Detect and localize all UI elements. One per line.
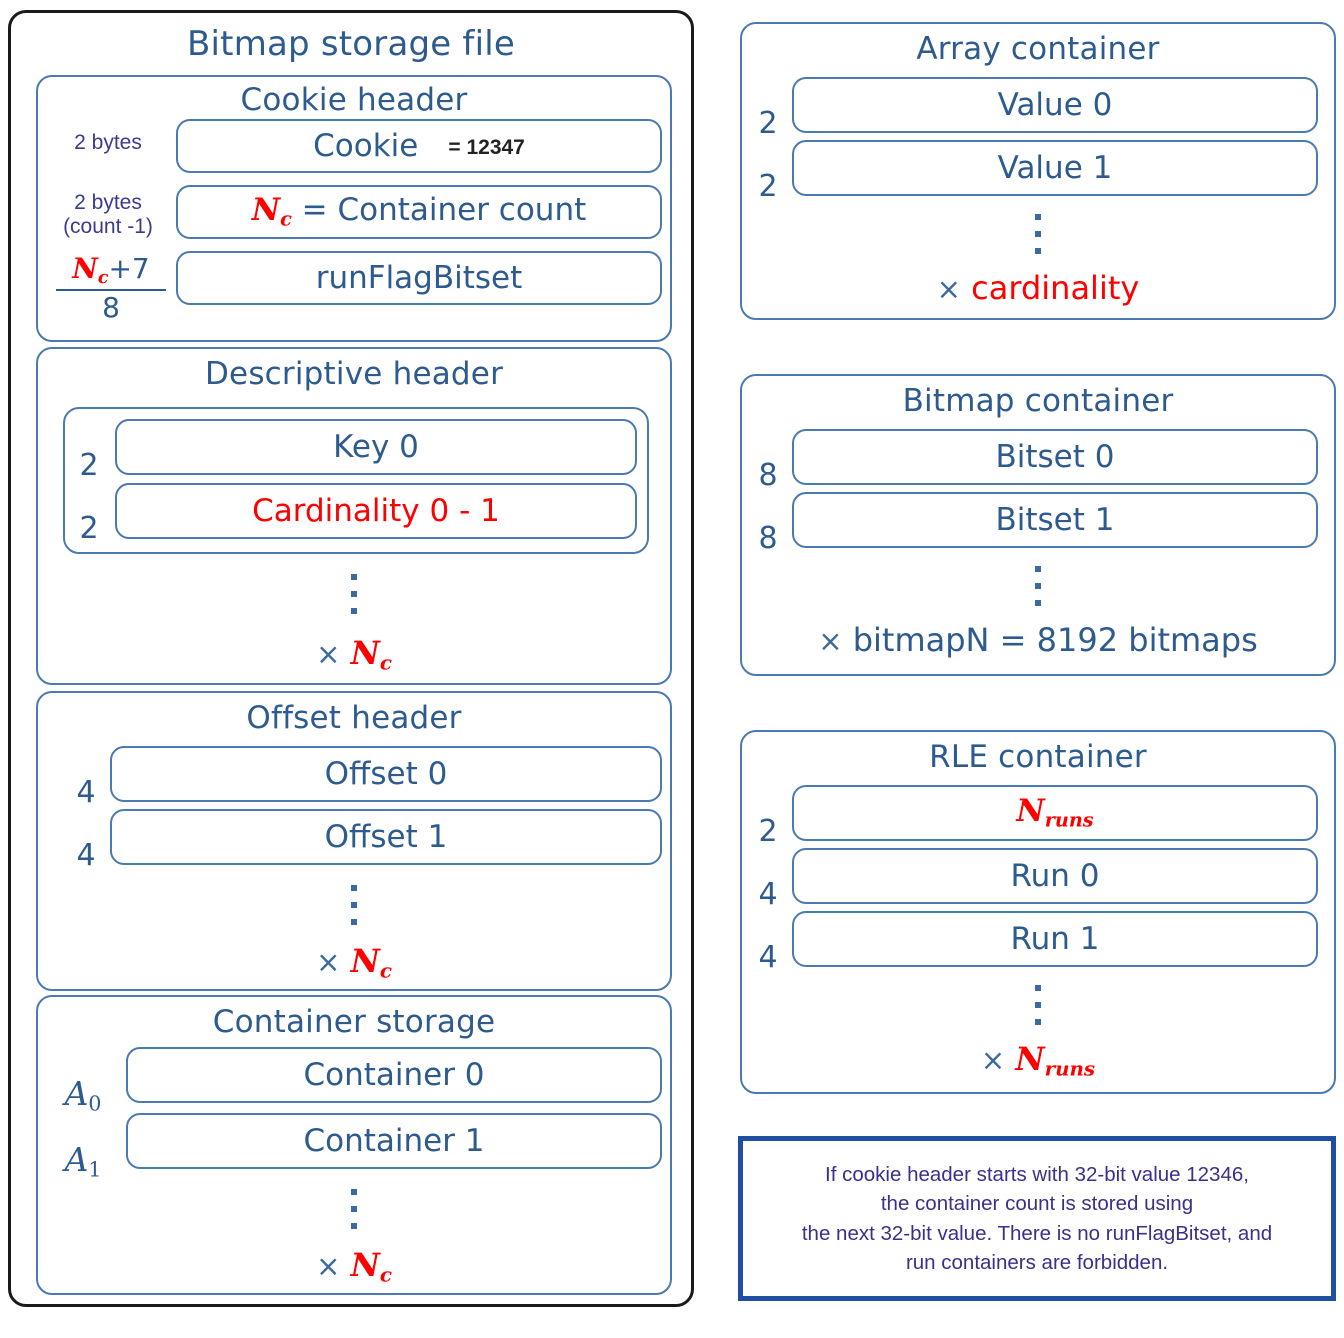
cookie-12346-note-text: If cookie header starts with 32-bit valu… [801,1163,1273,1274]
container-count-row-pill: Nc = Container count [176,185,662,239]
run1-row-pill: Run 1 [792,911,1318,967]
descriptive-header-entry-group: 2 Key 0 2 Cardinality 0 - 1 [63,407,649,554]
bitmap-storage-file-title: Bitmap storage file [187,24,515,64]
runflagbitset-size-numerator: Nc+7 [56,255,166,292]
cardinality-row-pill: Cardinality 0 - 1 [115,483,637,539]
cardinality-row-size: 2 [79,511,99,546]
value0-row-size: 2 [758,106,778,141]
cookie-12346-note-box: If cookie header starts with 32-bit valu… [738,1136,1336,1301]
container0-row-pill: Container 0 [126,1047,662,1103]
bitset0-row-label: Bitset 0 [995,438,1115,475]
key-row-label: Key 0 [333,428,419,465]
container0-row-label: Container 0 [303,1056,485,1093]
offset0-row-pill: Offset 0 [110,746,662,802]
container1-row-pill: Container 1 [126,1113,662,1169]
rle-container-title: RLE container [929,739,1147,775]
container-count-row-size: 2 bytes (count -1) [63,191,153,238]
offset1-row-size: 4 [76,838,96,873]
bitset1-row-label: Bitset 1 [995,501,1115,538]
array-container-title: Array container [916,31,1160,67]
cookie-value-annotation: = 12347 [448,136,525,159]
nruns-row-label: Nruns [1016,793,1094,832]
bitmap-container-group: Bitmap container 8 Bitset 0 8 Bitset 1 ×… [740,374,1336,676]
key-row-pill: Key 0 [115,419,637,475]
bitmap-storage-file-box: Bitmap storage file Cookie header 2 byte… [8,10,694,1307]
descriptive-header-repeat: × Nc [316,634,392,675]
run0-row-label: Run 0 [1010,857,1100,894]
runflagbitset-label: runFlagBitset [315,259,523,296]
array-container-repeat: × cardinality [936,269,1140,307]
descriptive-header-ellipsis [38,574,670,614]
container-storage-group: Container storage A0 Container 0 A1 Cont… [36,995,672,1295]
cookie-row-pill: Cookie = 12347 [176,119,662,173]
container-count-label: Nc = Container count [251,192,587,231]
container-storage-title: Container storage [212,1004,496,1040]
value1-row-label: Value 1 [997,149,1113,186]
nruns-row-size: 2 [758,814,778,849]
bitset1-row-pill: Bitset 1 [792,492,1318,548]
offset1-row-label: Offset 1 [324,818,448,855]
bitmap-container-ellipsis [742,566,1334,606]
cookie-header-group: Cookie header 2 bytes Cookie = 12347 2 b… [36,75,672,342]
offset-header-title: Offset header [246,700,462,736]
value1-row-pill: Value 1 [792,140,1318,196]
rle-container-group: RLE container 2 Nruns 4 Run 0 4 Run 1 × … [740,730,1336,1094]
offset1-row-pill: Offset 1 [110,809,662,865]
descriptive-header-title: Descriptive header [204,356,504,392]
container1-row-size: A1 [64,1140,102,1182]
container0-row-size: A0 [64,1074,102,1116]
bitmap-container-title: Bitmap container [902,383,1174,419]
array-container-group: Array container 2 Value 0 2 Value 1 × ca… [740,22,1336,320]
nruns-row-pill: Nruns [792,785,1318,841]
runflagbitset-size-denominator: 8 [102,291,120,325]
value0-row-pill: Value 0 [792,77,1318,133]
cookie-row-size-0: 2 bytes [74,131,142,154]
rle-container-repeat: × Nruns [980,1040,1096,1081]
key-row-size: 2 [79,448,99,483]
descriptive-header-group: Descriptive header 2 Key 0 2 Cardinality… [36,347,672,685]
cookie-header-title: Cookie header [240,82,468,118]
array-container-ellipsis [742,214,1334,254]
run0-row-size: 4 [758,877,778,912]
bitset0-row-pill: Bitset 0 [792,429,1318,485]
container1-row-label: Container 1 [303,1122,485,1159]
bitset1-row-size: 8 [758,521,778,556]
offset-header-ellipsis [38,885,670,925]
cardinality-row-label: Cardinality 0 - 1 [252,492,500,529]
offset-header-repeat: × Nc [316,942,392,983]
rle-container-ellipsis [742,985,1334,1025]
run1-row-label: Run 1 [1010,920,1100,957]
run0-row-pill: Run 0 [792,848,1318,904]
value0-row-label: Value 0 [997,86,1113,123]
cookie-row-label: Cookie [313,127,419,164]
container-storage-ellipsis [38,1189,670,1229]
container-storage-repeat: × Nc [316,1246,392,1287]
runflagbitset-row-size: Nc+7 8 [56,255,166,322]
offset-header-group: Offset header 4 Offset 0 4 Offset 1 × Nc [36,691,672,991]
value1-row-size: 2 [758,169,778,204]
offset0-row-size: 4 [76,775,96,810]
bitmap-container-repeat: × bitmapN = 8192 bitmaps [818,621,1258,659]
bitset0-row-size: 8 [758,458,778,493]
run1-row-size: 4 [758,940,778,975]
offset0-row-label: Offset 0 [324,755,448,792]
runflagbitset-row-pill: runFlagBitset [176,251,662,305]
